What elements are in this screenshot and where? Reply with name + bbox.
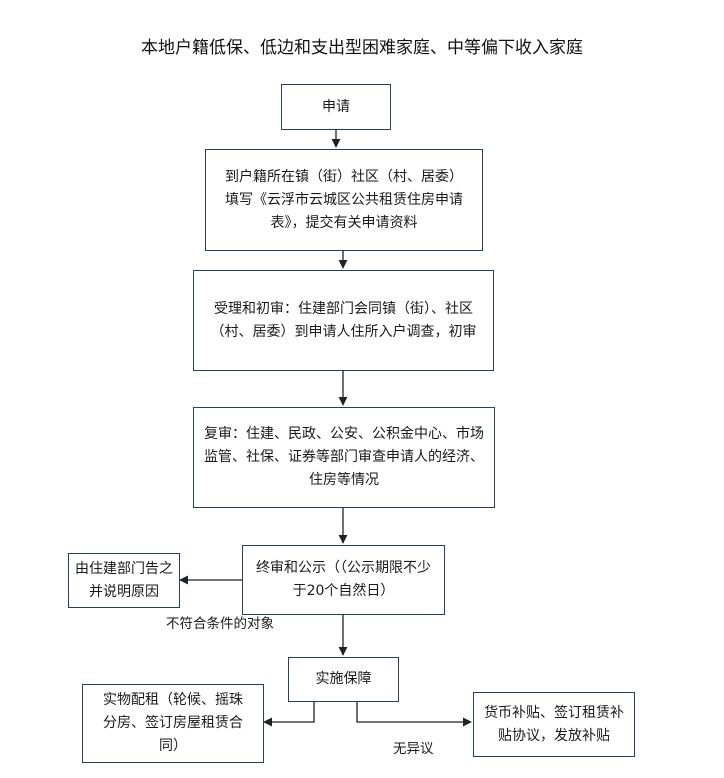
reject-notice-label: 由住建部门告之并说明原因: [75, 560, 173, 600]
not-qualified-label: 不符合条件的对象: [166, 616, 274, 632]
apply-box: 申请: [281, 84, 391, 130]
second-review-label: 复审：住建、民政、公安、公积金中心、市场监管、社保、证券等部门审查申请人的经济、…: [204, 426, 484, 488]
arrow-implement-to-monetary: [356, 702, 472, 727]
reject-notice-box: 由住建部门告之并说明原因: [68, 553, 180, 608]
physical-rental-label: 实物配租（轮候、摇珠分房、签订房屋租赁合同）: [103, 692, 243, 754]
initial-review-label: 受理和初审：住建部门会同镇（街）、社区（村、居委）到申请人住所入户调查，初审: [210, 300, 477, 340]
second-review-box: 复审：住建、民政、公安、公积金中心、市场监管、社保、证券等部门审查申请人的经济、…: [193, 407, 495, 508]
submit-application-box: 到户籍所在镇（街）社区（村、居委）填写《云浮市云城区公共租赁住房申请表》，提交有…: [205, 149, 483, 251]
apply-label: 申请: [322, 98, 350, 115]
final-review-label: 终审和公示（（公示期限不少于20个自然日）: [256, 560, 431, 599]
monetary-subsidy-label: 货币补贴、签订租赁补贴协议，发放补贴: [484, 704, 624, 744]
initial-review-box: 受理和初审：住建部门会同镇（街）、社区（村、居委）到申请人住所入户调查，初审: [193, 270, 494, 371]
physical-rental-box: 实物配租（轮候、摇珠分房、签订房屋租赁合同）: [82, 684, 264, 763]
submit-application-label: 到户籍所在镇（街）社区（村、居委）填写《云浮市云城区公共租赁住房申请表》，提交有…: [225, 168, 463, 231]
monetary-subsidy-box: 货币补贴、签订租赁补贴协议，发放补贴: [473, 692, 635, 757]
final-review-box: 终审和公示（（公示期限不少于20个自然日）: [242, 545, 445, 615]
no-objection-label: 无异议: [393, 741, 434, 757]
implement-box: 实施保障: [288, 657, 399, 702]
diagram-title: 本地户籍低保、低边和支出型困难家庭、中等偏下收入家庭: [141, 38, 583, 58]
implement-label: 实施保障: [315, 671, 372, 687]
arrow-implement-to-physical: [263, 702, 315, 727]
